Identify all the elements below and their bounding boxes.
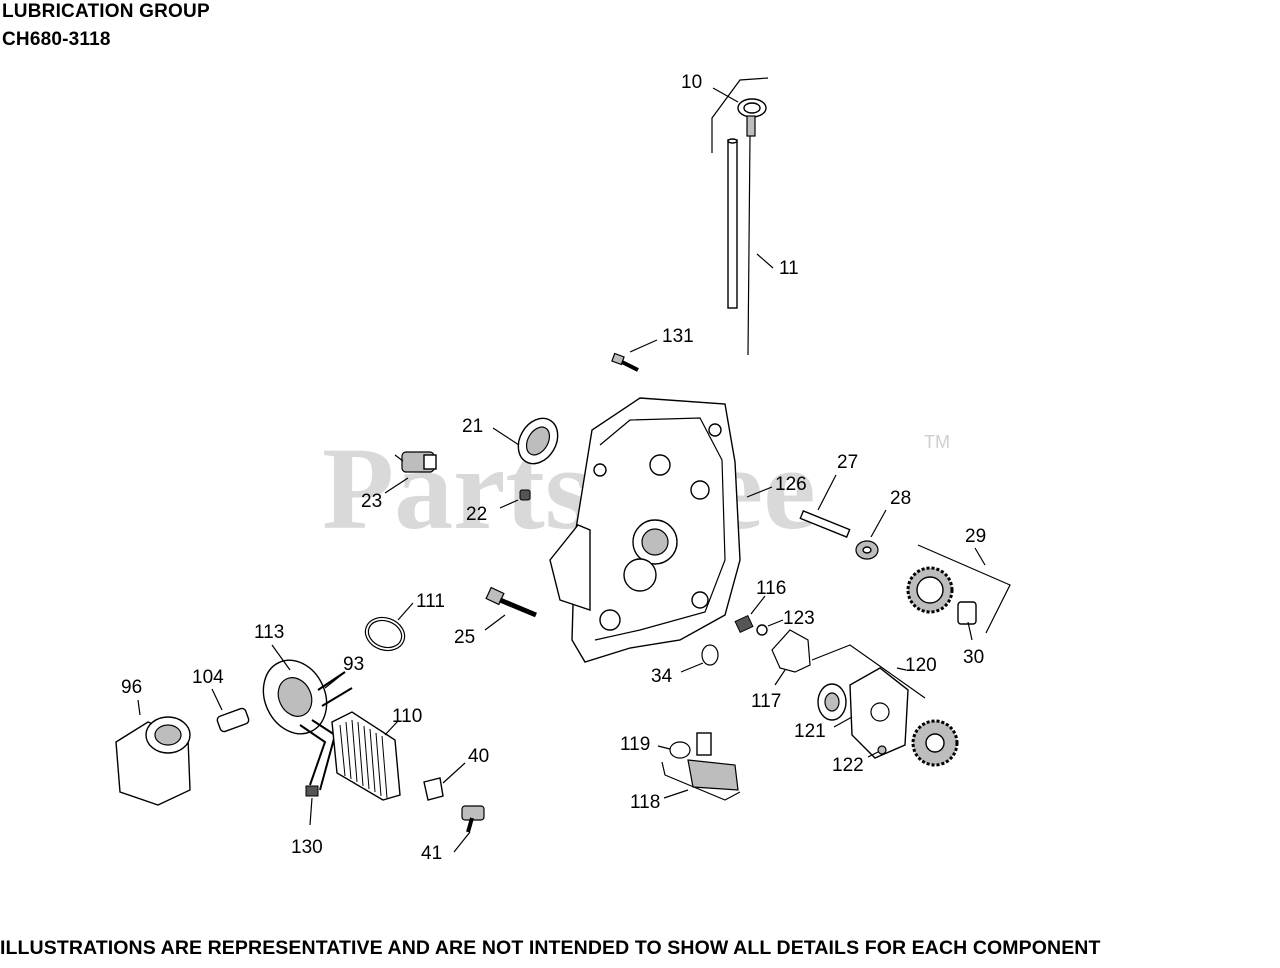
callout-93: 93 [343,654,364,675]
part-117-gasket [771,629,811,686]
part-116-spring [734,595,766,634]
callout-116: 116 [756,578,786,599]
dipstick-assembly [711,77,774,356]
watermark-brand: PartsTree [322,423,816,554]
callout-104: 104 [192,667,224,688]
part-119-o-ring [657,741,691,759]
part-22-plug [499,489,531,509]
part-96-oil-filter [115,699,191,806]
part-40-nut [423,762,466,801]
part-118-pressure-switch [661,732,741,801]
callout-11: 11 [779,258,799,279]
part-25-bolt [484,586,537,631]
callout-25: 25 [454,627,475,648]
watermark-trademark: TM [924,432,950,452]
part-111-o-ring [364,602,414,652]
part-41-bolt [453,805,485,853]
part-123-ball [756,619,784,636]
part-130-clip [305,785,319,826]
callout-113: 113 [254,622,284,643]
callout-29: 29 [965,526,986,547]
callout-122: 122 [832,755,864,776]
callout-22: 22 [466,504,487,525]
part-120-oil-pump [811,644,959,767]
part-93-oil-line [299,671,353,791]
callout-126: 126 [775,474,807,495]
callout-130: 130 [291,837,323,858]
disclaimer-footer: ILLUSTRATIONS ARE REPRESENTATIVE AND ARE… [0,937,1101,959]
model-number: CH680-3118 [2,29,111,50]
callout-120: 120 [905,655,937,676]
callout-34: 34 [651,666,673,687]
callout-10: 10 [681,72,702,93]
callout-119: 119 [620,734,650,755]
part-28-washer [855,509,887,560]
part-21-oil-seal [492,417,559,465]
part-110-oil-cooler [331,711,401,801]
callout-30: 30 [963,647,984,668]
part-122-screw [867,745,887,758]
callout-118: 118 [630,792,660,813]
callout-131: 131 [662,326,694,347]
part-29-gear-assembly [906,544,1011,641]
callout-23: 23 [361,491,382,512]
part-113-filter-adapter [262,644,328,735]
callout-28: 28 [890,488,911,509]
part-126-closure-plate [549,397,773,663]
dipstick-rod [747,134,751,356]
part-131-bolt [611,339,658,372]
part-34-o-ring [680,644,719,673]
callout-40: 40 [468,746,489,767]
callout-21: 21 [462,416,483,437]
callout-117: 117 [751,691,781,712]
part-23-sensor [384,451,437,494]
callout-121: 121 [794,721,826,742]
part-104-adapter-nipple [211,688,250,733]
callout-110: 110 [392,706,422,727]
part-27-shaft [799,474,851,538]
page-title: LUBRICATION GROUP [2,1,210,22]
callout-123: 123 [783,608,815,629]
callout-96: 96 [121,677,142,698]
callout-27: 27 [837,452,858,473]
dipstick-tube [727,139,738,309]
callout-111: 111 [416,591,445,612]
callout-41: 41 [421,843,442,864]
